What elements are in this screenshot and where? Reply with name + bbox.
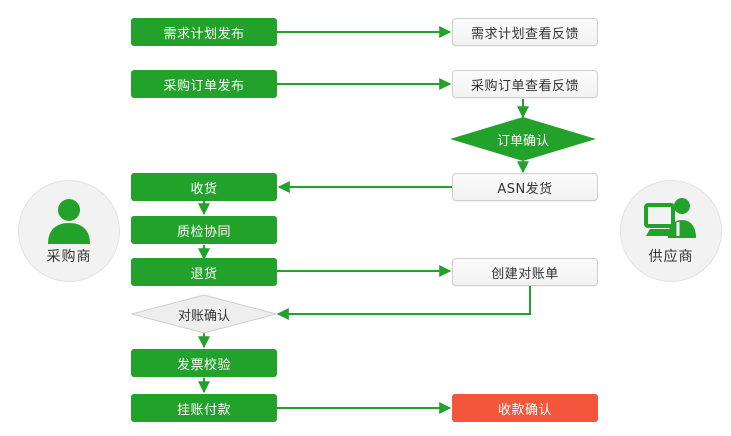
diamond-shape-green bbox=[450, 117, 596, 161]
node-label: 发票校验 bbox=[176, 357, 231, 373]
node-label: 采购订单发布 bbox=[163, 78, 245, 94]
node-return-goods[interactable]: 退货 bbox=[131, 258, 277, 286]
node-label: 质检协同 bbox=[176, 224, 231, 240]
node-label: ASN发货 bbox=[497, 181, 553, 197]
node-receive-goods[interactable]: 收货 bbox=[131, 173, 277, 201]
node-label: 采购订单查看反馈 bbox=[470, 78, 579, 94]
node-invoice-verify[interactable]: 发票校验 bbox=[131, 349, 277, 377]
node-label: 需求计划查看反馈 bbox=[470, 26, 579, 42]
node-create-statement[interactable]: 创建对账单 bbox=[452, 258, 598, 286]
node-label: 收款确认 bbox=[497, 402, 552, 418]
person-computer-icon bbox=[644, 198, 696, 238]
person-icon bbox=[48, 199, 90, 244]
node-po-feedback[interactable]: 采购订单查看反馈 bbox=[452, 70, 598, 98]
node-demand-plan-publish[interactable]: 需求计划发布 bbox=[131, 18, 277, 46]
actor-buyer[interactable]: 采购商 bbox=[18, 180, 120, 282]
edge-create-statement-to-statement-confirm bbox=[276, 286, 531, 320]
node-receipt-confirm[interactable]: 收款确认 bbox=[452, 394, 598, 422]
node-label: 需求计划发布 bbox=[163, 26, 245, 42]
node-label: 收货 bbox=[190, 181, 218, 197]
node-quality-collab[interactable]: 质检协同 bbox=[131, 216, 277, 244]
node-label: 订单确认 bbox=[496, 133, 549, 149]
actor-supplier[interactable]: 供应商 bbox=[620, 180, 722, 282]
node-asn-shipment[interactable]: ASN发货 bbox=[452, 173, 598, 201]
actor-supplier-label: 供应商 bbox=[648, 249, 694, 265]
node-label: 创建对账单 bbox=[491, 266, 559, 282]
node-payment-booking[interactable]: 挂账付款 bbox=[131, 394, 277, 422]
node-statement-confirm[interactable]: 对账确认 bbox=[131, 294, 277, 334]
diamond-shape-plain bbox=[131, 294, 277, 334]
node-demand-plan-feedback[interactable]: 需求计划查看反馈 bbox=[452, 18, 598, 46]
node-label: 对账确认 bbox=[177, 308, 230, 324]
node-order-confirm[interactable]: 订单确认 bbox=[450, 117, 596, 161]
node-label: 挂账付款 bbox=[176, 402, 231, 418]
actor-buyer-label: 采购商 bbox=[46, 249, 92, 265]
node-label: 退货 bbox=[190, 266, 218, 282]
node-po-publish[interactable]: 采购订单发布 bbox=[131, 70, 277, 98]
